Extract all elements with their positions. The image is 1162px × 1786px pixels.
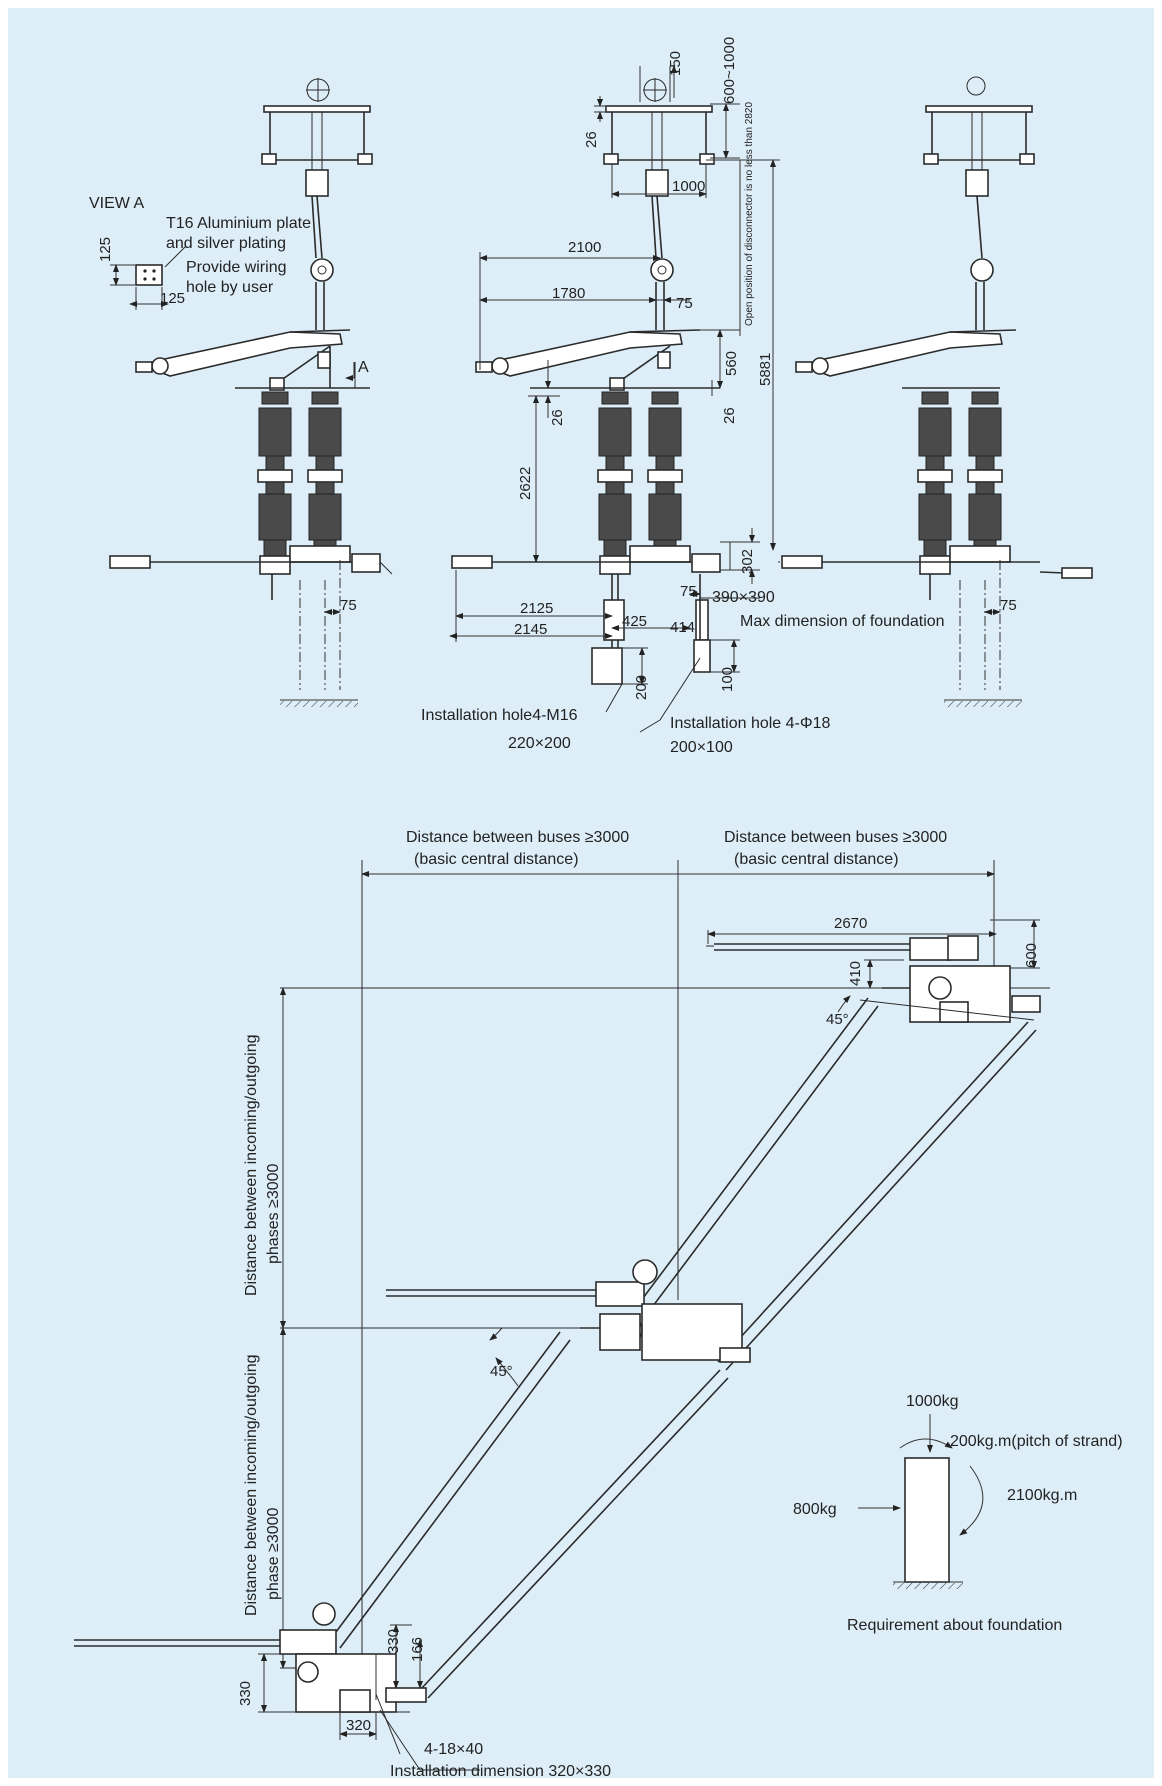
mid-hole-phi18: Installation hole 4-Φ18 — [670, 715, 831, 732]
mid-dim-2622: 2622 — [517, 467, 534, 500]
plan-dim-330-v: 330 — [385, 1629, 402, 1654]
mid-dim-26-right: 26 — [721, 407, 738, 424]
plan-dim-410: 410 — [847, 961, 864, 986]
foundation-caption: Requirement about foundation — [847, 1617, 1062, 1634]
mid-dim-390: 390×390 — [712, 589, 775, 606]
plan-bus-dist-1: Distance between buses ≥3000 — [406, 829, 629, 846]
mid-dim-75-base: 75 — [680, 583, 697, 600]
view-a-dim-h: 125 — [97, 237, 114, 262]
mid-dim-302: 302 — [739, 549, 756, 574]
plan-dim-330-h: 330 — [237, 1681, 254, 1706]
plan-view — [74, 860, 1050, 1771]
plan-bus-dist-2: Distance between buses ≥3000 — [724, 829, 947, 846]
plan-dim-166: 166 — [409, 1637, 426, 1662]
left-dim-offset: 75 — [340, 597, 357, 614]
plan-unit-bottom — [74, 1602, 480, 1771]
mid-dim-26-top: 26 — [583, 131, 600, 148]
mid-dim-2125: 2125 — [520, 600, 553, 617]
mid-dim-26-left: 26 — [549, 409, 566, 426]
plan-angle-mid: 45° — [490, 1363, 513, 1380]
right-dim-offset: 75 — [1000, 597, 1017, 614]
view-a-hole-label: Provide wiring — [186, 259, 286, 276]
foundation-horizontal-load: 800kg — [793, 1501, 837, 1518]
view-a-title: VIEW A — [89, 195, 144, 212]
plan-dim-320: 320 — [346, 1717, 371, 1734]
mid-dim-2145: 2145 — [514, 621, 547, 638]
foundation-vertical-load: 1000kg — [906, 1393, 959, 1410]
plan-install-dim: Installation dimension 320×330 — [390, 1763, 611, 1780]
plan-dim-2670: 2670 — [834, 915, 867, 932]
mid-dim-150: 150 — [667, 51, 684, 76]
left-elevation-view — [109, 78, 393, 707]
plan-bus-dist-1-sub: (basic central distance) — [414, 851, 579, 868]
mid-open-position-note: Open position of disconnector is no less… — [744, 102, 755, 326]
mid-dim-414: 414 — [670, 619, 695, 636]
foundation-requirement — [858, 1414, 984, 1589]
plan-slot-spec: 4-18×40 — [424, 1741, 483, 1758]
mid-foundation-note: Max dimension of foundation — [740, 613, 945, 630]
foundation-torque-strand: 200kg.m(pitch of strand) — [950, 1433, 1123, 1450]
plan-phase-dist-2: Distance between incoming/outgoing — [243, 1355, 260, 1617]
mid-dim-1000: 1000 — [672, 178, 705, 195]
view-a-plate-label: T16 Aluminium plate — [166, 215, 311, 232]
plan-unit-middle — [386, 1259, 751, 1387]
mid-dim-75-arm: 75 — [676, 295, 693, 312]
view-a-dim-w: 125 — [160, 290, 185, 307]
mid-dim-425: 425 — [622, 613, 647, 630]
mid-dim-5881: 5881 — [757, 353, 774, 386]
right-elevation-view — [778, 76, 1093, 707]
foundation-moment: 2100kg.m — [1007, 1487, 1077, 1504]
mid-hole-m16: Installation hole4-M16 — [421, 707, 578, 724]
plan-angle-top: 45° — [826, 1011, 849, 1028]
mid-dim-1780: 1780 — [552, 285, 585, 302]
plan-phase-dist-1-sub: phases ≥3000 — [265, 1163, 282, 1264]
mid-size-220: 220×200 — [508, 735, 571, 752]
view-a-plate-label-2: and silver plating — [166, 235, 286, 252]
middle-elevation-view — [449, 65, 780, 733]
plan-dim-600: 600 — [1023, 943, 1040, 968]
view-a-hole-label-2: hole by user — [186, 279, 274, 296]
plan-unit-top — [706, 919, 1041, 1023]
plan-bus-dist-2-sub: (basic central distance) — [734, 851, 899, 868]
view-a-detail — [110, 245, 187, 310]
mid-dim-200: 200 — [633, 675, 650, 700]
sheet-background — [8, 8, 1154, 1778]
mid-dim-560: 560 — [723, 351, 740, 376]
mid-size-200: 200×100 — [670, 739, 733, 756]
plan-phase-dist-1: Distance between incoming/outgoing — [243, 1035, 260, 1297]
plan-phase-dist-2-sub: phase ≥3000 — [265, 1507, 282, 1600]
mid-dim-100: 100 — [719, 667, 736, 692]
left-section-mark: A — [358, 359, 369, 376]
labels: VIEW A T16 Aluminium plate and silver pl… — [89, 37, 1123, 1780]
mid-dim-600-1000: 600~1000 — [721, 37, 738, 104]
mid-dim-2100: 2100 — [568, 239, 601, 256]
